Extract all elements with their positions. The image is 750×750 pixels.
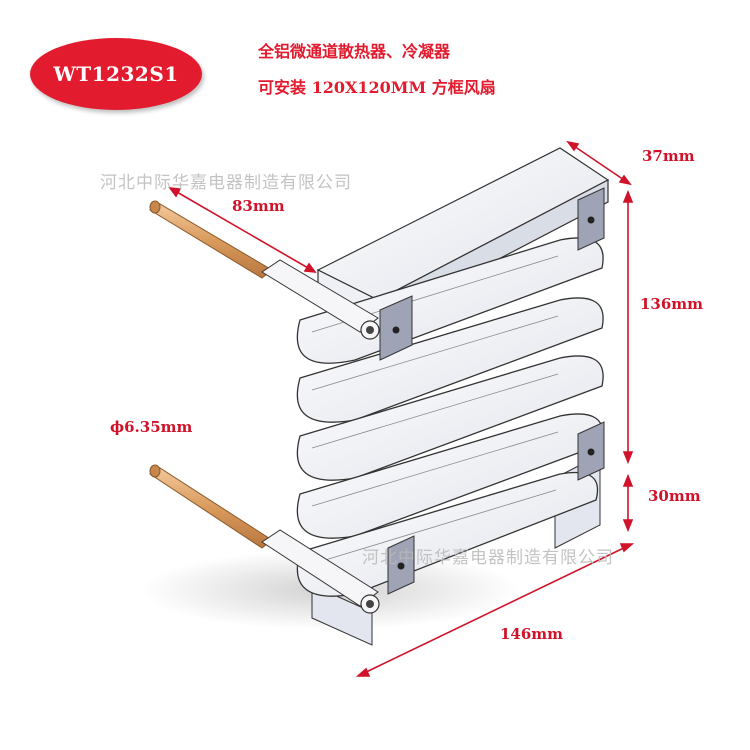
upper-pipe bbox=[149, 200, 380, 340]
dimension-width-label: 146mm bbox=[500, 625, 564, 643]
bolt-2 bbox=[587, 216, 595, 224]
model-badge: WT1232S1 bbox=[30, 38, 202, 110]
dimension-depth-label: 37mm bbox=[642, 147, 695, 165]
dimension-bracket-height-label: 30mm bbox=[648, 487, 701, 505]
dimension-height-label: 136mm bbox=[640, 295, 704, 313]
model-number: WT1232S1 bbox=[53, 62, 179, 86]
dimension-pipe-diameter-label: ϕ6.35mm bbox=[110, 418, 193, 436]
bolt-1 bbox=[392, 326, 400, 334]
headline-line-2: 可安装 120X120MM 方框风扇 bbox=[258, 78, 496, 97]
dimension-lines bbox=[168, 140, 635, 677]
watermark-bottom: 河北中际华嘉电器制造有限公司 bbox=[362, 548, 614, 568]
lower-pipe bbox=[149, 464, 380, 614]
watermark-top: 河北中际华嘉电器制造有限公司 bbox=[100, 173, 352, 193]
front-bracket bbox=[311, 584, 373, 646]
bolt-4 bbox=[397, 562, 405, 570]
bolt-3 bbox=[587, 448, 595, 456]
dimension-pipe-length-label: 83mm bbox=[232, 197, 285, 215]
headline-line-1: 全铝微通道散热器、冷凝器 bbox=[258, 42, 451, 61]
